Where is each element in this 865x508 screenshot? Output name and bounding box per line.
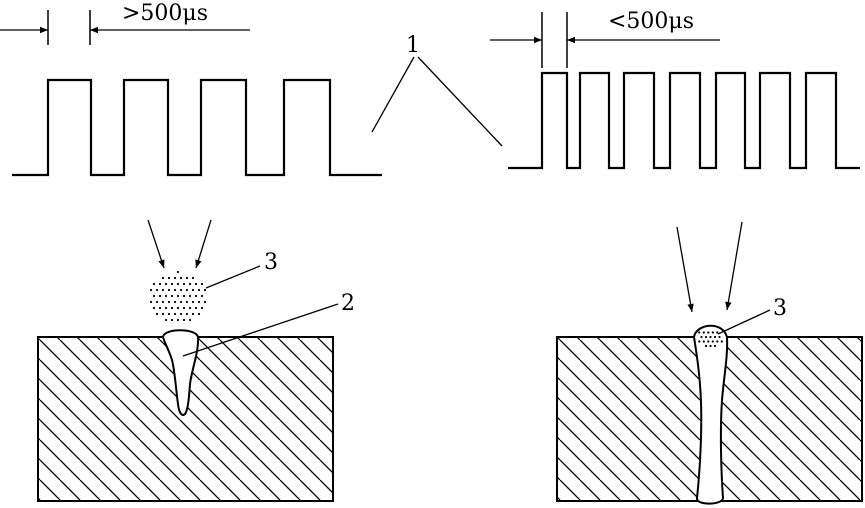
right-pulse-train	[508, 71, 860, 170]
right-period-label: <500μs	[608, 9, 694, 34]
left-workpiece	[37, 329, 334, 502]
left-weld-keyhole	[161, 329, 200, 416]
right-workpiece	[556, 324, 863, 505]
right-vapor-plume	[698, 331, 723, 348]
left-laser-beam-arrows	[147, 219, 212, 269]
left-pulse-train	[12, 78, 382, 177]
left-period-dimension: >500μs	[0, 1, 250, 45]
right-vapor-label: 3	[773, 296, 787, 321]
left-keyhole-label: 2	[341, 291, 355, 316]
right-laser-beam-arrows	[676, 221, 743, 313]
left-period-label: >500μs	[122, 1, 208, 26]
right-weld-seam	[692, 324, 729, 505]
pulse-label-leaders	[371, 56, 503, 147]
pulse-label: 1	[406, 33, 420, 58]
left-vapor-plume	[149, 270, 207, 322]
left-vapor-label: 3	[264, 250, 278, 275]
right-period-dimension: <500μs	[490, 9, 720, 68]
